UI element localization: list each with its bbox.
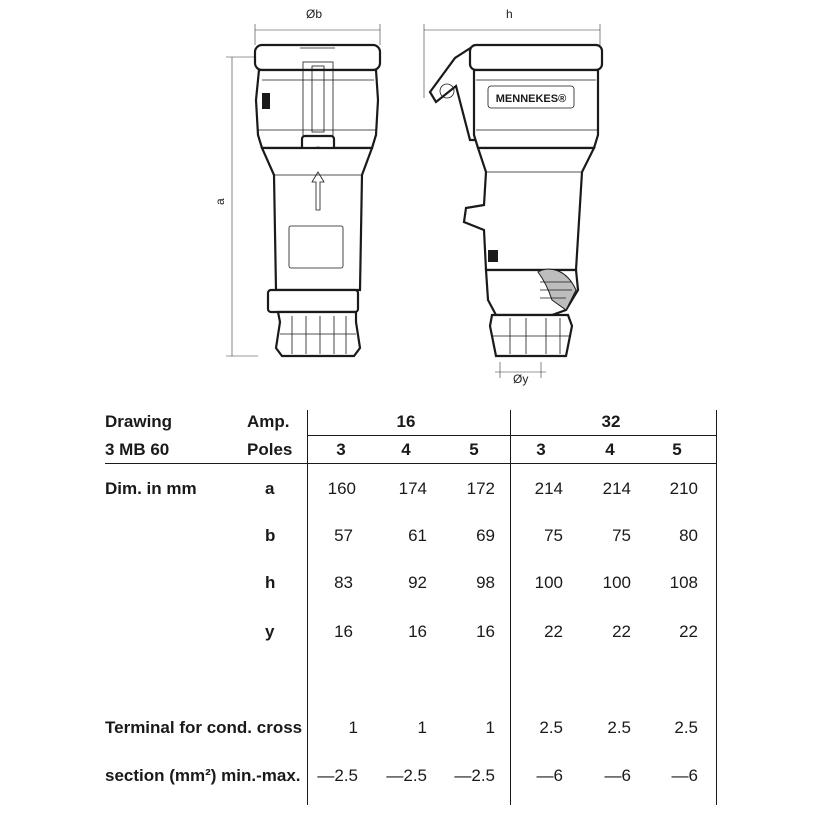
amp-group-32: 32	[601, 412, 621, 431]
side-view: MENNEKES®	[428, 43, 604, 358]
table-cell: 100	[534, 573, 563, 592]
table-cell: 214	[534, 479, 563, 498]
table-cell: 22	[612, 622, 631, 641]
table-cell: 83	[334, 573, 353, 592]
table-cell: 57	[334, 526, 353, 545]
poles-header: 3	[336, 440, 346, 459]
poles-header: 3	[536, 440, 546, 459]
terminal-label-line1: Terminal for cond. cross	[105, 718, 303, 737]
dim-label-y: Øy	[513, 372, 528, 386]
poles-label: Poles	[247, 440, 293, 459]
terminal-max-cell: —2.5	[317, 766, 358, 785]
terminal-max-cell: —2.5	[454, 766, 495, 785]
table-cell: 210	[669, 479, 698, 498]
table-cell: 16	[334, 622, 353, 641]
terminal-min-cell: 1	[348, 718, 358, 737]
brand-label: MENNEKES®	[496, 93, 566, 105]
front-view	[253, 43, 382, 358]
table-cell: 75	[612, 526, 631, 545]
table-divider-middle	[510, 410, 511, 805]
dim-label-b: Øb	[306, 7, 322, 21]
table-divider-left	[307, 410, 308, 805]
terminal-min-cell: 1	[485, 718, 495, 737]
terminal-max-cell: —2.5	[386, 766, 427, 785]
row-key-a: a	[265, 479, 275, 498]
poles-header: 5	[469, 440, 479, 459]
table-header-rule	[307, 435, 717, 436]
front-view-dimensions: Øb a	[213, 7, 381, 357]
table-cell: 160	[327, 479, 356, 498]
table-cell: 98	[476, 573, 495, 592]
terminal-min-cell: 2.5	[607, 718, 631, 737]
row-key-b: b	[265, 526, 276, 545]
poles-header: 5	[672, 440, 682, 459]
terminal-min-cell: 2.5	[674, 718, 698, 737]
poles-header: 4	[605, 440, 615, 459]
table-cell: 80	[679, 526, 698, 545]
amp-label: Amp.	[247, 412, 290, 431]
table-divider-right	[716, 410, 717, 805]
poles-header: 4	[401, 440, 411, 459]
table-cell: 22	[544, 622, 563, 641]
terminal-min-cell: 2.5	[539, 718, 563, 737]
table-cell: 174	[398, 479, 427, 498]
dim-label-a: a	[213, 198, 227, 205]
row-key-h: h	[265, 573, 276, 592]
dim-unit-label: Dim. in mm	[105, 479, 197, 498]
terminal-max-cell: —6	[536, 766, 563, 785]
dim-label-h: h	[506, 7, 513, 21]
table-cell: 16	[476, 622, 495, 641]
table-cell: 61	[408, 526, 427, 545]
table-cell: 22	[679, 622, 698, 641]
row-key-y: y	[265, 622, 275, 641]
table-cell: 214	[602, 479, 631, 498]
table-cell: 16	[408, 622, 427, 641]
table-cell: 92	[408, 573, 427, 592]
table-cell: 69	[476, 526, 495, 545]
side-view-dimensions: h Øy	[423, 7, 601, 386]
terminal-label-line2: section (mm²) min.-max.	[105, 766, 301, 785]
drawing-label: Drawing	[105, 412, 173, 431]
table-cell: 172	[466, 479, 495, 498]
terminal-min-cell: 1	[417, 718, 427, 737]
table-header-bottom-rule	[105, 463, 717, 464]
amp-group-16: 16	[396, 412, 416, 431]
table-cell: 75	[544, 526, 563, 545]
technical-drawing: Øb a	[213, 7, 604, 386]
table-cell: 100	[602, 573, 631, 592]
terminal-max-cell: —6	[671, 766, 698, 785]
table-cell: 108	[669, 573, 698, 592]
drawing-number: 3 MB 60	[105, 440, 170, 459]
terminal-max-cell: —6	[604, 766, 631, 785]
